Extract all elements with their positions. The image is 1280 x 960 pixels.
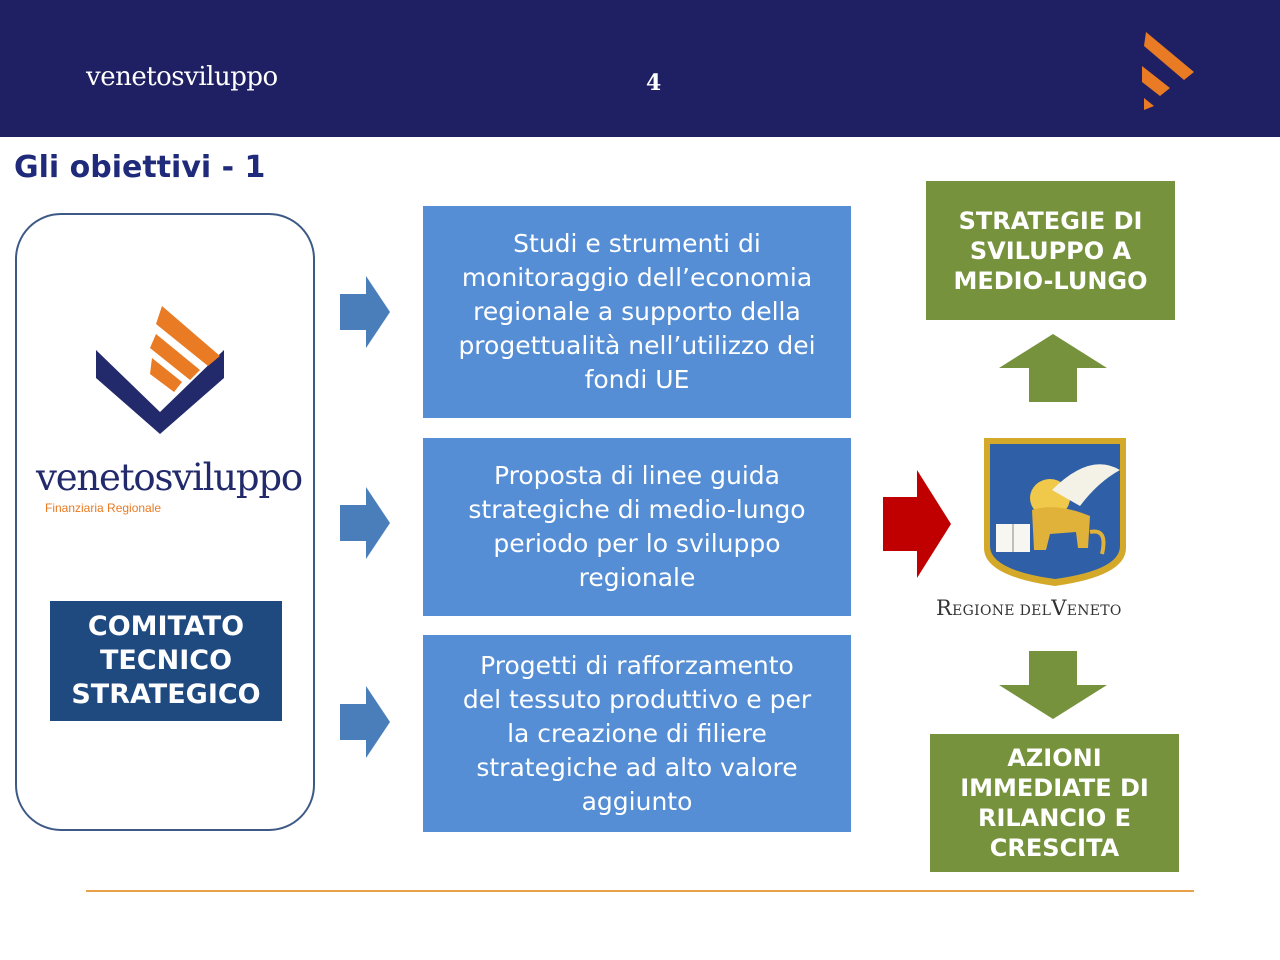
header-bar: venetosviluppo 4 bbox=[0, 0, 1280, 137]
venetosviluppo-logo-icon bbox=[96, 306, 224, 434]
left-panel bbox=[15, 213, 315, 831]
venetosviluppo-mark-icon bbox=[1142, 32, 1194, 110]
panel-logo-subtitle: Finanziaria Regionale bbox=[45, 501, 162, 515]
page-number: 4 bbox=[646, 70, 662, 96]
arrow-right-red-icon bbox=[883, 470, 951, 578]
objective-box-3: Progetti di rafforzamento del tessuto pr… bbox=[423, 635, 851, 832]
arrow-up-green-icon bbox=[999, 334, 1107, 402]
objective-box-2: Proposta di linee guida strategiche di m… bbox=[423, 438, 851, 616]
committee-box: COMITATO TECNICO STRATEGICO bbox=[50, 601, 282, 721]
arrow-right-icon bbox=[340, 276, 390, 348]
objective-box-1: Studi e strumenti di monitoraggio dell’e… bbox=[423, 206, 851, 418]
regione-veneto-crest-icon bbox=[984, 438, 1126, 586]
arrow-right-icon bbox=[340, 487, 390, 559]
page-title: Gli obiettivi - 1 bbox=[14, 150, 266, 185]
regione-veneto-label: REGIONE DELVENETO bbox=[936, 596, 1122, 620]
arrow-right-icon bbox=[340, 686, 390, 758]
panel-logo-text: venetosviluppo bbox=[36, 456, 303, 499]
arrow-down-green-icon bbox=[999, 651, 1107, 719]
outcome-box-strategie: STRATEGIE DI SVILUPPO A MEDIO-LUNGO bbox=[926, 181, 1175, 320]
header-logo-text: venetosviluppo bbox=[86, 62, 278, 92]
footer-divider bbox=[86, 890, 1194, 892]
outcome-box-azioni: AZIONI IMMEDIATE DI RILANCIO E CRESCITA bbox=[930, 734, 1179, 872]
